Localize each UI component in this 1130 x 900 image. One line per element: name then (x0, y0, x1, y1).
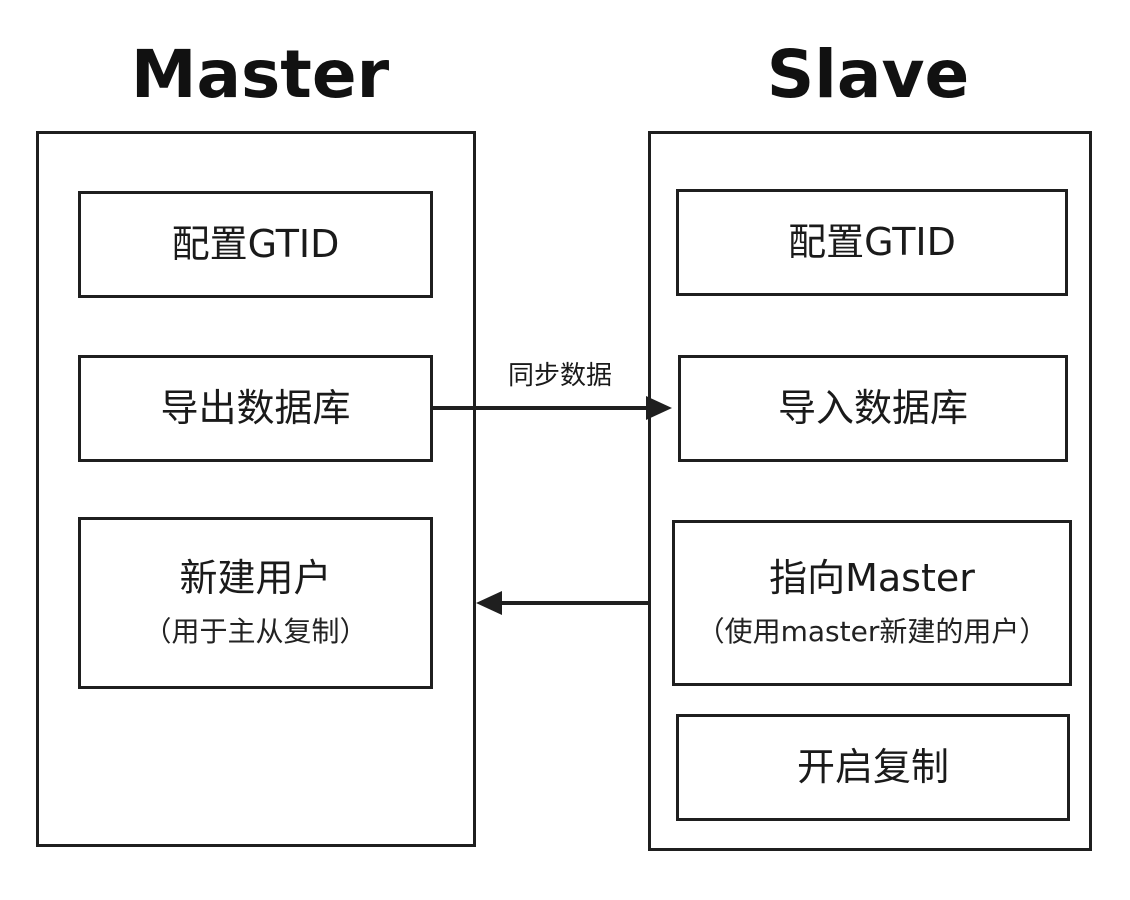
slave-step-point-to-master-note: （使用master新建的用户） (696, 615, 1048, 649)
slave-step-start-replication-label: 开启复制 (796, 744, 949, 789)
point-to-master-arrow-head (476, 591, 502, 615)
slave-step-import-database: 导入数据库 (678, 355, 1068, 462)
sync-data-label: 同步数据 (507, 361, 612, 391)
master-step-configure-gtid-label: 配置GTID (171, 221, 340, 266)
master-step-configure-gtid: 配置GTID (78, 191, 433, 298)
master-step-export-database-label: 导出数据库 (160, 385, 351, 430)
master-step-create-user: 新建用户 （用于主从复制） (78, 517, 433, 689)
master-step-create-user-note: （用于主从复制） (143, 615, 368, 649)
slave-step-start-replication: 开启复制 (676, 714, 1070, 821)
slave-step-point-to-master-label: 指向Master (769, 555, 975, 600)
slave-step-import-database-label: 导入数据库 (777, 385, 968, 430)
slave-title: Slave (766, 36, 970, 113)
slave-step-configure-gtid: 配置GTID (676, 189, 1068, 296)
master-step-create-user-label: 新建用户 (179, 555, 332, 600)
master-step-export-database: 导出数据库 (78, 355, 433, 462)
slave-step-configure-gtid-label: 配置GTID (788, 219, 956, 264)
point-to-master-arrow (476, 591, 648, 615)
master-title: Master (130, 36, 390, 113)
slave-step-point-to-master: 指向Master （使用master新建的用户） (672, 520, 1072, 686)
